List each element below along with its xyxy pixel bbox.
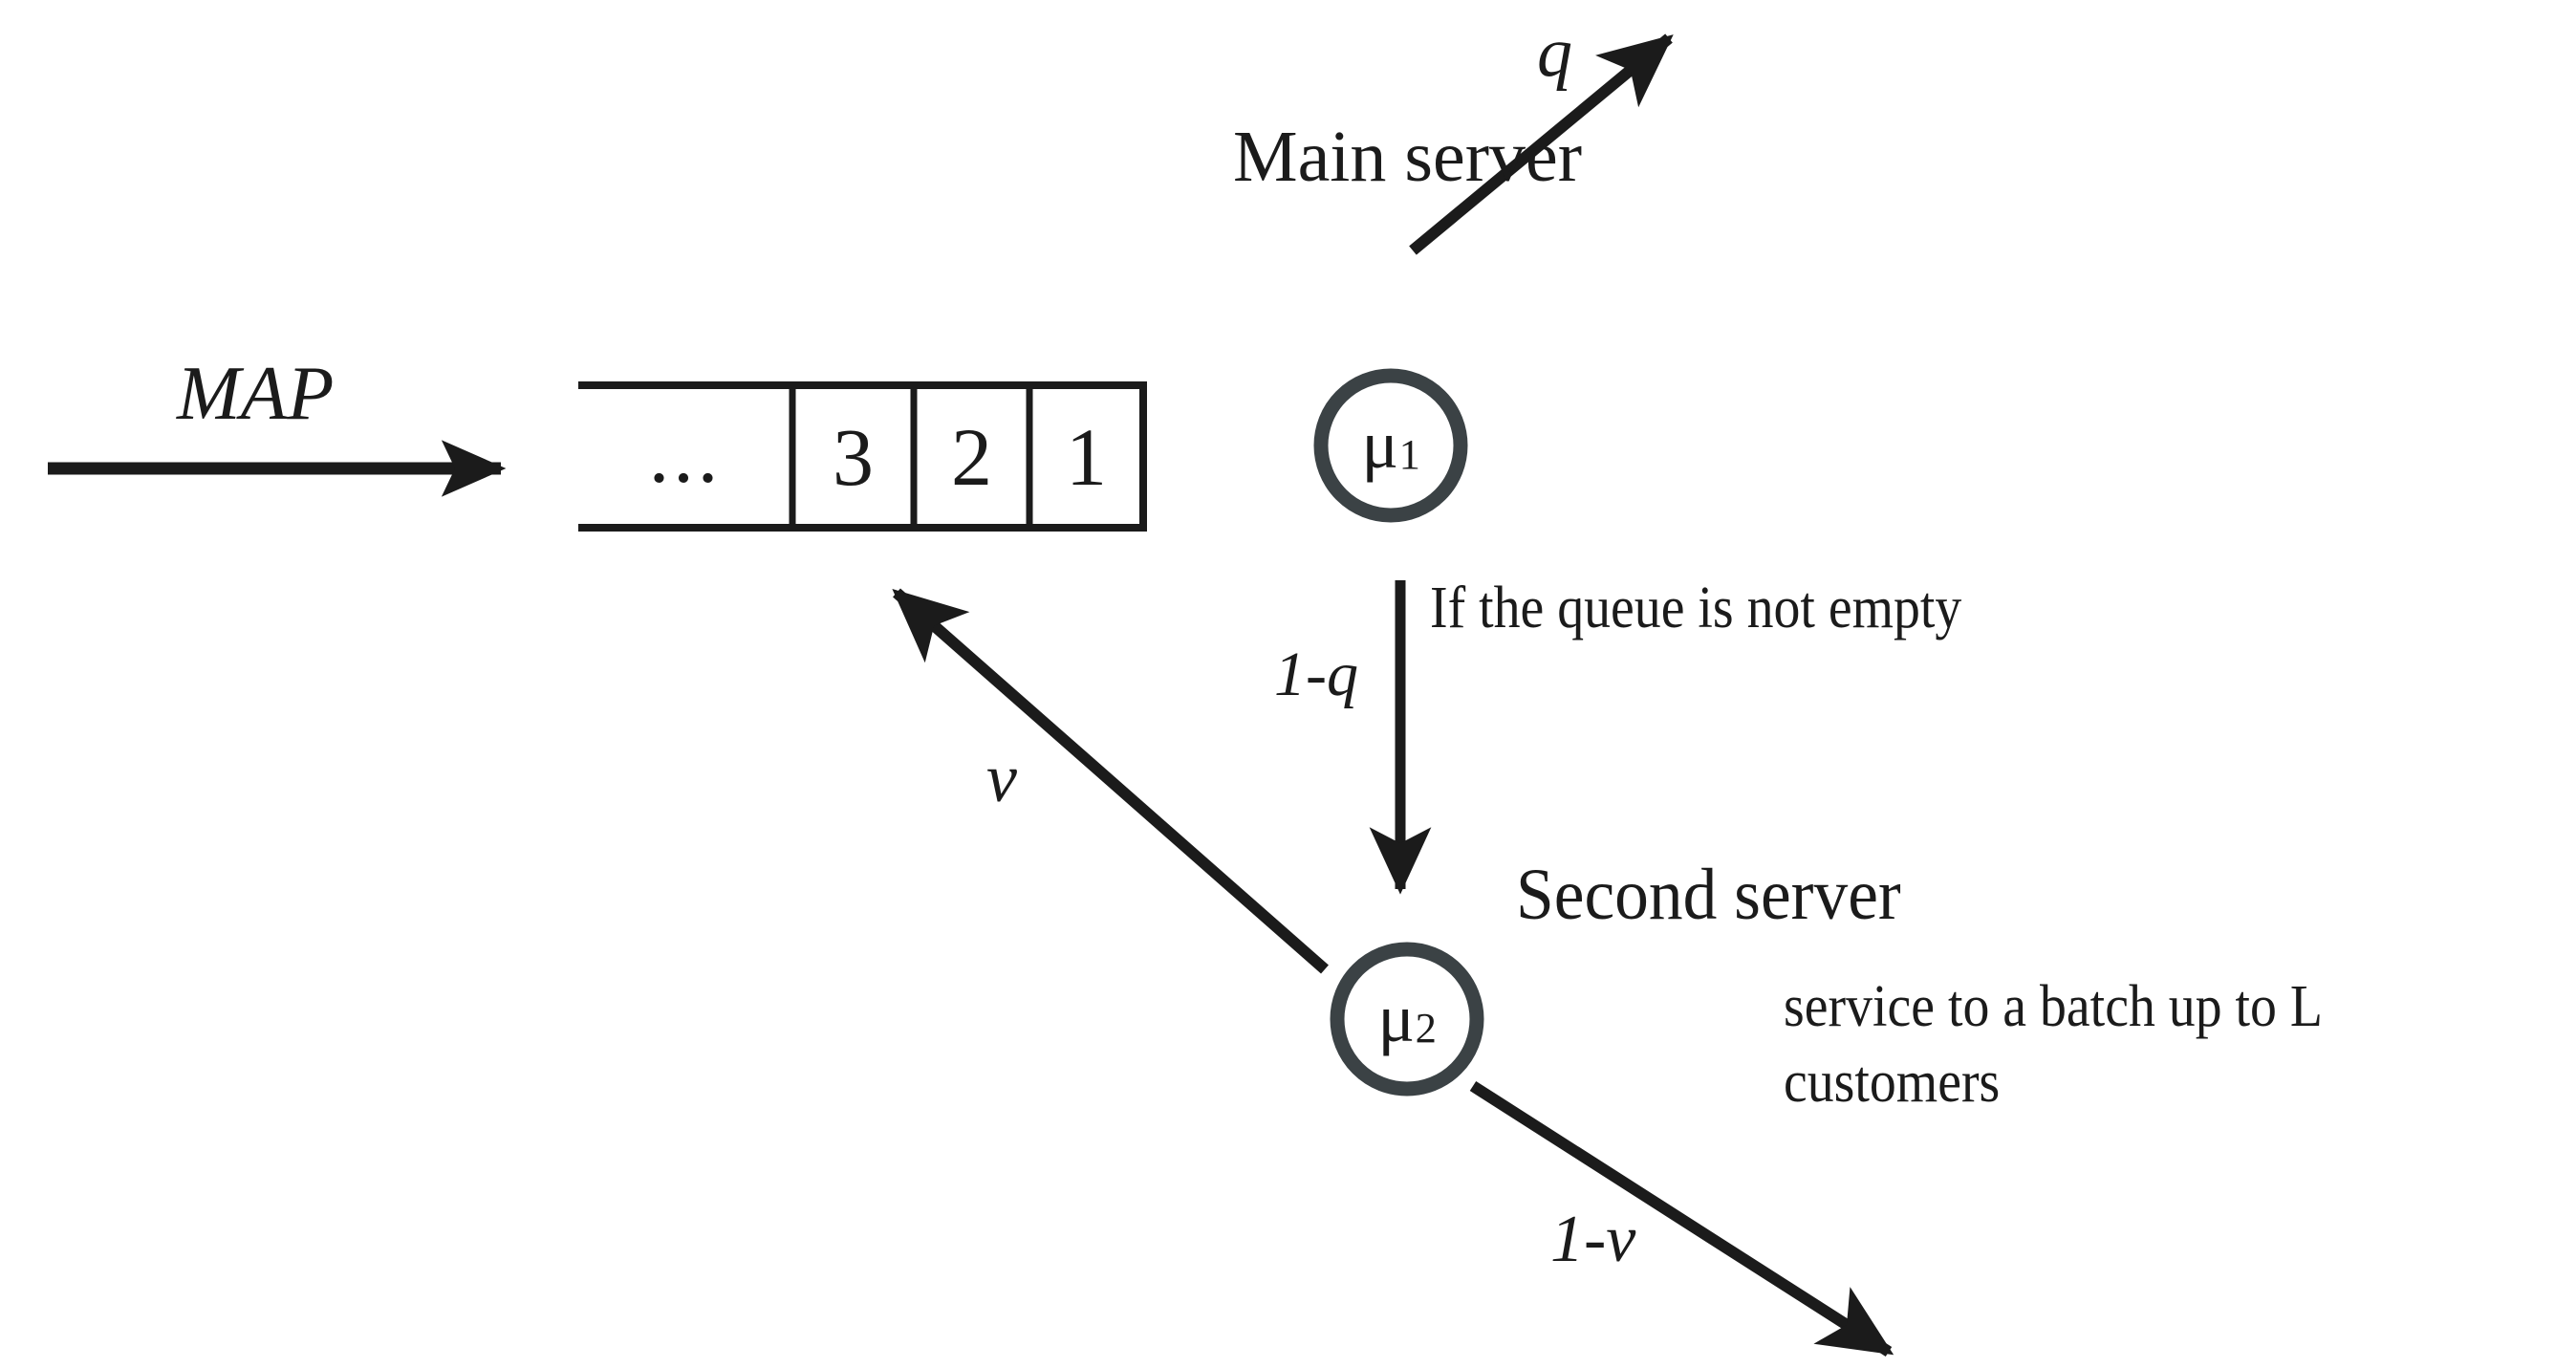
main-server-title: Main server [1233, 117, 1583, 197]
queue-overflow-cell: ... [648, 408, 723, 500]
queue-cell-3: 3 [833, 410, 874, 503]
second-server-title: Second server [1516, 855, 1901, 935]
main-server-rate-index: 1 [1398, 429, 1420, 478]
depart-main-arrow [1409, 33, 1674, 255]
main-server-rate-symbol: μ [1361, 405, 1399, 483]
second-server-rate-symbol: μ [1377, 979, 1416, 1056]
transition-label-one-minus-v: 1-v [1550, 1203, 1636, 1276]
queue-not-empty-condition: If the queue is not empty [1430, 575, 1962, 641]
arrival-process-label: MAP [177, 352, 335, 436]
second-server-note-line-2: customers [1784, 1050, 2001, 1115]
queue-cell-2: 2 [951, 410, 992, 503]
transition-label-one-minus-q: 1-q [1274, 640, 1358, 709]
feedback-to-queue-arrow [892, 588, 1329, 974]
second-server-note-line-1: service to a batch up to L [1784, 974, 2324, 1039]
second-server-rate-index: 2 [1415, 1003, 1437, 1052]
main-server-circle [1313, 368, 1468, 523]
second-server-circle [1330, 942, 1484, 1097]
queue-box [578, 381, 1147, 532]
depart-second-arrow [1469, 1080, 1894, 1357]
transition-label-q: q [1537, 13, 1572, 92]
queue-cell-1: 1 [1066, 410, 1107, 503]
second-server-note: service to a batch up to L customers [1784, 977, 2323, 1128]
transition-label-v: v [986, 740, 1017, 816]
